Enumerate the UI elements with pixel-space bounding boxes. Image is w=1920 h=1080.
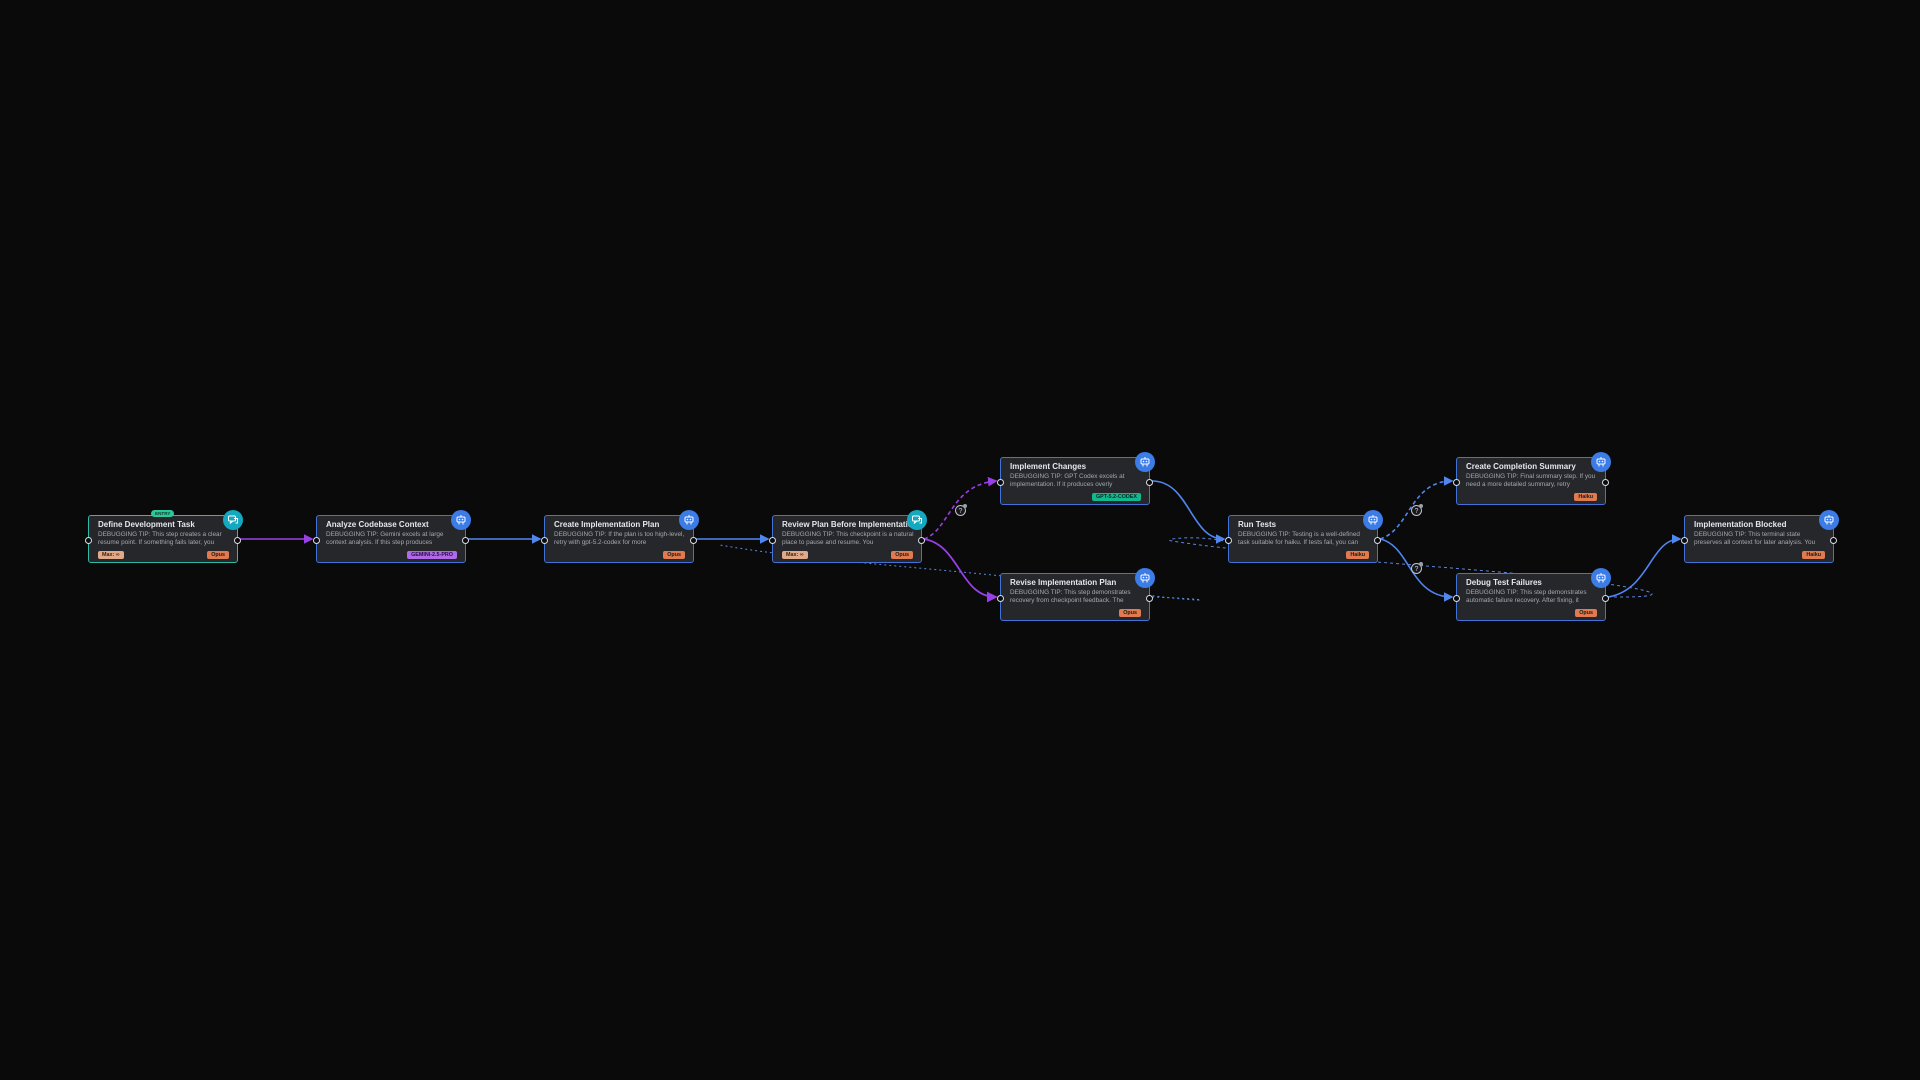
input-port[interactable] bbox=[1453, 595, 1460, 602]
edge-debug-blocked bbox=[1607, 534, 1682, 598]
output-port[interactable] bbox=[1602, 595, 1609, 602]
node-description: DEBUGGING TIP: This checkpoint is a natu… bbox=[782, 531, 914, 547]
node-description: DEBUGGING TIP: This step demonstrates re… bbox=[1010, 589, 1131, 605]
output-port[interactable] bbox=[1602, 479, 1609, 486]
model-badge: Opus bbox=[663, 551, 685, 559]
agent-robot-icon[interactable] bbox=[1135, 452, 1155, 472]
node-description: DEBUGGING TIP: This terminal state prese… bbox=[1694, 531, 1816, 547]
input-port[interactable] bbox=[541, 537, 548, 544]
node-title: Define Development Task bbox=[98, 520, 195, 529]
node-description: DEBUGGING TIP: Testing is a well-defined… bbox=[1238, 531, 1360, 547]
node-revise-implementation-plan[interactable]: Revise Implementation Plan DEBUGGING TIP… bbox=[997, 568, 1155, 621]
node-title: Implementation Blocked bbox=[1694, 520, 1787, 529]
condition-dot bbox=[1419, 504, 1423, 508]
node-description: DEBUGGING TIP: Final summary step. If yo… bbox=[1466, 473, 1596, 489]
input-port[interactable] bbox=[85, 537, 92, 544]
node-description: DEBUGGING TIP: If the plan is too high-l… bbox=[554, 531, 685, 547]
condition-label: ? bbox=[1414, 508, 1419, 515]
agent-robot-icon[interactable] bbox=[1591, 452, 1611, 472]
edge-review-revise bbox=[923, 538, 998, 603]
node-description: DEBUGGING TIP: This step creates a clear… bbox=[98, 531, 222, 547]
output-port[interactable] bbox=[1146, 479, 1153, 486]
node-title: Debug Test Failures bbox=[1466, 578, 1542, 587]
node-description: DEBUGGING TIP: GPT Codex excels at imple… bbox=[1010, 473, 1125, 489]
model-badge: Opus bbox=[1119, 609, 1141, 617]
node-title: Create Implementation Plan bbox=[554, 520, 660, 529]
model-badge: Opus bbox=[1575, 609, 1597, 617]
human-checkpoint-icon[interactable] bbox=[907, 510, 927, 530]
node-title: Revise Implementation Plan bbox=[1010, 578, 1117, 587]
agent-robot-icon[interactable] bbox=[451, 510, 471, 530]
condition-marker-tests-fail[interactable]: ? bbox=[1411, 562, 1423, 574]
input-port[interactable] bbox=[769, 537, 776, 544]
condition-marker-tests-pass[interactable]: ? bbox=[1411, 504, 1423, 516]
condition-label: ? bbox=[1414, 566, 1419, 573]
input-port[interactable] bbox=[1453, 479, 1460, 486]
max-retries-badge: Max: ∞ bbox=[782, 551, 808, 559]
output-port[interactable] bbox=[1146, 595, 1153, 602]
edge-implement-tests bbox=[1151, 480, 1226, 544]
node-title: Run Tests bbox=[1238, 520, 1277, 529]
node-title: Create Completion Summary bbox=[1466, 462, 1576, 471]
input-port[interactable] bbox=[1225, 537, 1232, 544]
input-port[interactable] bbox=[997, 595, 1004, 602]
node-create-completion-summary[interactable]: Create Completion Summary DEBUGGING TIP:… bbox=[1453, 452, 1611, 505]
model-badge: Haiku bbox=[1346, 551, 1369, 559]
input-port[interactable] bbox=[997, 479, 1004, 486]
model-badge: Opus bbox=[891, 551, 913, 559]
output-port[interactable] bbox=[1374, 537, 1381, 544]
condition-dot bbox=[963, 504, 967, 508]
node-title: Implement Changes bbox=[1010, 462, 1087, 471]
agent-robot-icon[interactable] bbox=[1819, 510, 1839, 530]
output-port[interactable] bbox=[918, 537, 925, 544]
input-port[interactable] bbox=[313, 537, 320, 544]
node-debug-test-failures[interactable]: Debug Test Failures DEBUGGING TIP: This … bbox=[1453, 568, 1611, 621]
condition-dot bbox=[1419, 562, 1423, 566]
node-implement-changes[interactable]: Implement Changes DEBUGGING TIP: GPT Cod… bbox=[997, 452, 1155, 505]
node-define-development-task[interactable]: ENTRY Define Development Task DEBUGGING … bbox=[85, 510, 243, 563]
model-badge: GPT-5.2-CODEX bbox=[1091, 493, 1141, 501]
node-create-implementation-plan[interactable]: Create Implementation Plan DEBUGGING TIP… bbox=[541, 510, 699, 563]
node-review-plan[interactable]: Review Plan Before Implementation DEBUGG… bbox=[769, 510, 927, 563]
model-badge: GEMINI-2.5-PRO bbox=[407, 551, 457, 559]
node-title: Review Plan Before Implementation bbox=[782, 520, 914, 529]
input-port[interactable] bbox=[1681, 537, 1688, 544]
agent-robot-icon[interactable] bbox=[1135, 568, 1155, 588]
condition-marker-review[interactable]: ? bbox=[955, 504, 967, 516]
node-description: DEBUGGING TIP: This step demonstrates au… bbox=[1466, 589, 1587, 605]
agent-robot-icon[interactable] bbox=[1591, 568, 1611, 588]
entry-badge: ENTRY bbox=[151, 510, 175, 517]
node-implementation-blocked[interactable]: Implementation Blocked DEBUGGING TIP: Th… bbox=[1681, 510, 1839, 563]
output-port[interactable] bbox=[690, 537, 697, 544]
node-description: DEBUGGING TIP: Gemini excels at large co… bbox=[326, 531, 444, 547]
model-badge: Haiku bbox=[1802, 551, 1825, 559]
output-port[interactable] bbox=[462, 537, 469, 544]
agent-robot-icon[interactable] bbox=[679, 510, 699, 530]
output-port[interactable] bbox=[1830, 537, 1837, 544]
human-checkpoint-icon[interactable] bbox=[223, 510, 243, 530]
node-run-tests[interactable]: Run Tests DEBUGGING TIP: Testing is a we… bbox=[1225, 510, 1383, 563]
max-retries-badge: Max: ∞ bbox=[98, 551, 124, 559]
agent-robot-icon[interactable] bbox=[1363, 510, 1383, 530]
model-badge: Opus bbox=[207, 551, 229, 559]
output-port[interactable] bbox=[234, 537, 241, 544]
node-analyze-codebase-context[interactable]: Analyze Codebase Context DEBUGGING TIP: … bbox=[313, 510, 471, 563]
condition-label: ? bbox=[958, 508, 963, 515]
model-badge: Haiku bbox=[1574, 493, 1597, 501]
node-title: Analyze Codebase Context bbox=[326, 520, 429, 529]
